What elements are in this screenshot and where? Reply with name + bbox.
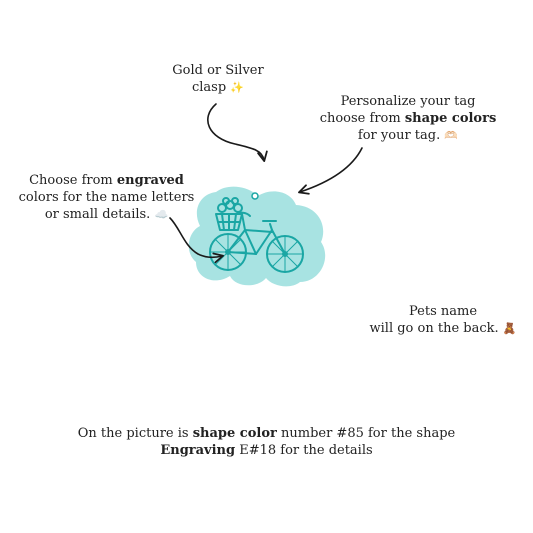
engrave-note-line3: or small details. [44, 207, 151, 222]
back-note-line1: Pets name [408, 304, 478, 319]
sparkles-icon: ✨ [230, 81, 245, 94]
shape-note-line3: for your tag. [357, 128, 441, 143]
back-note: Pets name will go on the back. 🧸 [368, 303, 518, 337]
bottom-line2-post: E#18 for the details [235, 443, 373, 458]
engrave-note-line3-wrap: or small details. ☁️ [14, 206, 199, 223]
cloud-icon: ☁️ [154, 208, 169, 221]
bottom-line1-post: number #85 for the shape [276, 426, 456, 441]
engraving-note: Choose from engraved colors for the name… [14, 172, 199, 223]
shape-note-line2-bold: shape colors [404, 111, 497, 126]
shape-color-note: Personalize your tag choose from shape c… [318, 93, 498, 144]
shape-note-line2-wrap: choose from shape colors [318, 110, 498, 127]
bicycle-engraving [209, 197, 304, 273]
clasp-note-line1: Gold or Silver [172, 63, 264, 78]
bottom-line1-wrap: On the picture is shape color number #85… [60, 425, 473, 442]
bottom-line1-pre: On the picture is [77, 426, 193, 441]
back-note-line2-wrap: will go on the back. 🧸 [368, 320, 518, 337]
shape-note-line3-wrap: for your tag. 🫶🏻 [318, 127, 498, 144]
back-note-line2: will go on the back. [369, 321, 499, 336]
clasp-hole [251, 192, 259, 200]
tag-shape [188, 186, 326, 287]
clasp-note-line2-wrap: clasp ✨ [163, 79, 273, 96]
shape-note-line2-pre: choose from [319, 111, 405, 126]
teddy-bear-icon: 🧸 [502, 322, 517, 335]
shape-note-line1: Personalize your tag [340, 94, 476, 109]
bottom-line2-wrap: Engraving E#18 for the details [60, 442, 473, 459]
engrave-note-line1-pre: Choose from [29, 173, 117, 188]
bottom-line1-bold: shape color [192, 426, 277, 441]
clasp-note-line2: clasp [191, 80, 227, 95]
engraving-arrow [169, 217, 224, 264]
heart-hands-icon: 🫶🏻 [444, 129, 459, 142]
shape-arrow [298, 147, 363, 195]
engrave-note-line1-wrap: Choose from engraved [14, 172, 199, 189]
bottom-line2-bold: Engraving [160, 443, 236, 458]
bottom-caption: On the picture is shape color number #85… [60, 425, 473, 459]
engrave-note-line2: colors for the name letters [18, 190, 195, 205]
engrave-note-line1-bold: engraved [116, 173, 184, 188]
clasp-arrow [207, 103, 268, 162]
clasp-note: Gold or Silver clasp ✨ [163, 62, 273, 96]
bicycle-tag-icon [188, 186, 326, 287]
